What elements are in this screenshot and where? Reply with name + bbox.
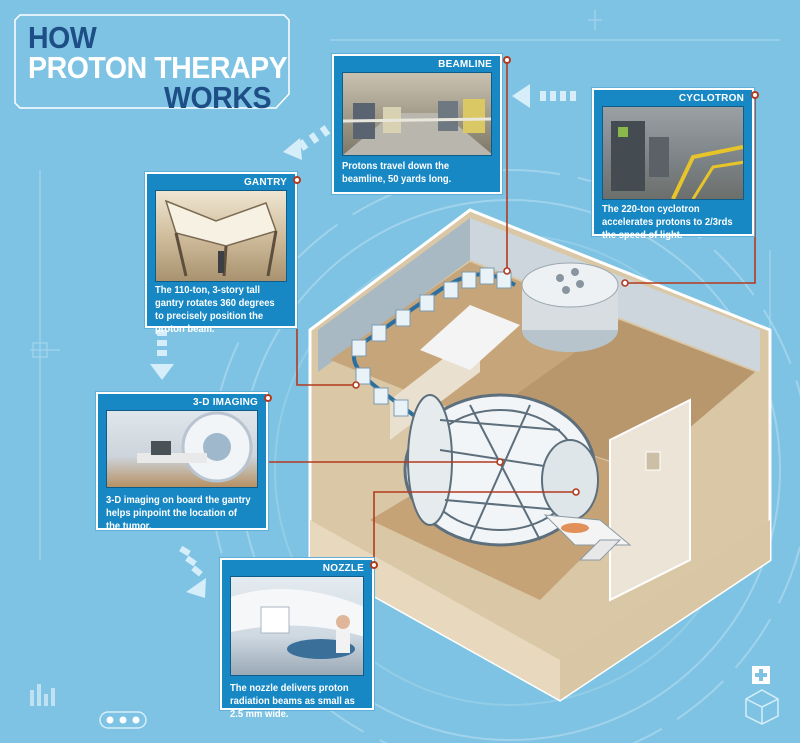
facility-cutaway xyxy=(308,208,772,702)
title-line-1: HOW xyxy=(28,20,97,55)
beamline-photo xyxy=(342,72,492,156)
arrow-cyclotron-to-beamline xyxy=(512,84,576,108)
gantry-connector xyxy=(293,176,301,184)
imaging-connector xyxy=(264,394,272,402)
arrow-beamline-to-gantry xyxy=(283,125,331,160)
plus-icon xyxy=(752,666,770,684)
cyclotron-label: CYCLOTRON xyxy=(678,93,744,104)
cyclotron-card: CYCLOTRON The 220-ton cyclotron accelera… xyxy=(592,88,754,241)
gantry-photo xyxy=(155,190,287,282)
beamline-card: BEAMLINE Protons travel down the beamlin… xyxy=(332,54,502,194)
arrow-gantry-to-imaging xyxy=(150,330,174,380)
imaging-card: 3-D IMAGING 3-D imaging on board the gan… xyxy=(96,392,268,532)
imaging-label: 3-D IMAGING xyxy=(193,397,258,408)
beamline-connector xyxy=(503,56,511,64)
nozzle-label: NOZZLE xyxy=(322,563,364,574)
cyclotron-text: The 220-ton cyclotron accelerates proton… xyxy=(602,204,733,241)
gantry-card: GANTRY The 110-ton, 3-story tall gantry … xyxy=(145,172,297,335)
beamline-text: Protons travel down the beamline, 50 yar… xyxy=(342,161,452,185)
imaging-photo xyxy=(106,410,258,488)
gantry-text: The 110-ton, 3-story tall gantry rotates… xyxy=(155,285,275,335)
beamline-label: BEAMLINE xyxy=(438,59,492,70)
nozzle-text: The nozzle delivers proton radiation bea… xyxy=(230,683,355,720)
title-block: HOW PROTON THERAPY WORKS xyxy=(14,14,290,115)
nozzle-connector xyxy=(370,561,378,569)
gantry-label: GANTRY xyxy=(243,177,287,188)
pager-dots-icon xyxy=(99,711,147,729)
imaging-text: 3-D imaging on board the gantry helps pi… xyxy=(106,495,251,532)
title-line-3: WORKS xyxy=(164,80,272,115)
cyclotron-photo xyxy=(602,106,744,200)
cyclotron-connector xyxy=(751,91,759,99)
bar-chart-icon xyxy=(30,684,55,706)
nozzle-card: NOZZLE The nozzle delivers proton radiat… xyxy=(220,558,374,720)
cyclotron-model xyxy=(521,262,619,352)
cube-icon xyxy=(745,689,779,725)
nozzle-photo xyxy=(230,576,364,676)
title-frame xyxy=(14,14,290,109)
title-line-2: PROTON THERAPY xyxy=(28,50,288,85)
arrow-imaging-to-nozzle xyxy=(179,545,206,598)
